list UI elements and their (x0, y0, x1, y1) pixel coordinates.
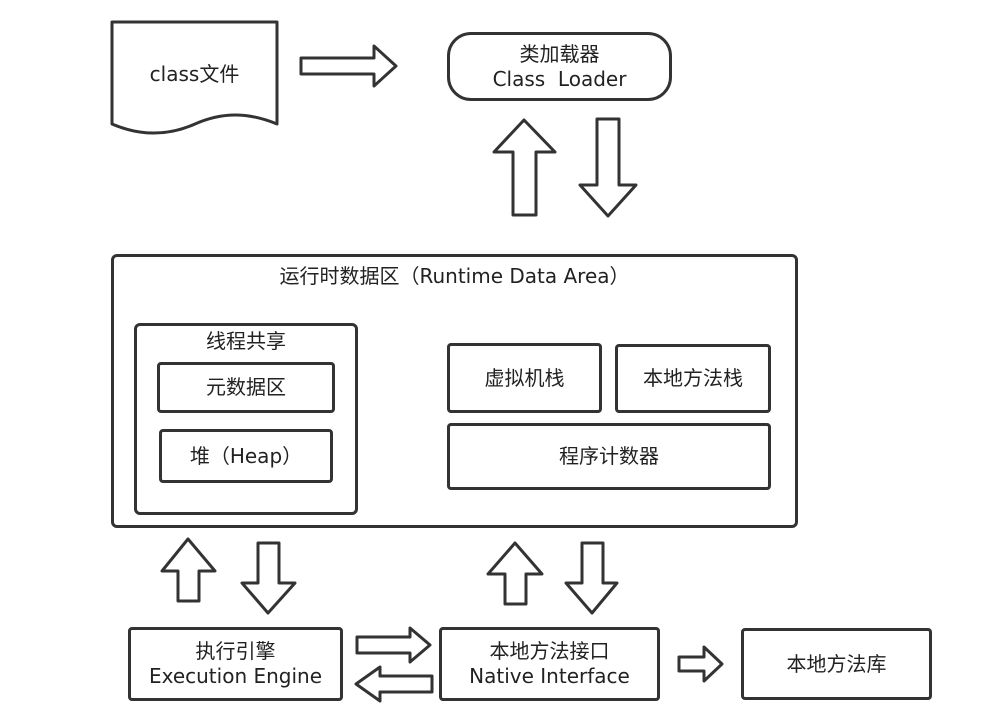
class-loader-zh-label: 类加载器 (519, 41, 600, 66)
arrow-down-from-class-loader (578, 117, 638, 218)
program-counter-label: 程序计数器 (559, 444, 659, 468)
arrow-native-interface-to-library (677, 645, 724, 683)
runtime-data-area-title: 运行时数据区（Runtime Data Area） (279, 264, 630, 288)
heap-node: 堆（Heap） (159, 429, 333, 483)
arrow-native-interface-to-engine (354, 665, 434, 703)
execution-engine-zh-label: 执行引擎 (195, 639, 276, 663)
vm-stack-node: 虚拟机栈 (447, 343, 602, 413)
native-interface-zh-label: 本地方法接口 (489, 639, 610, 663)
arrow-engine-to-native-interface (355, 626, 432, 664)
thread-shared-container (134, 323, 358, 515)
native-interface-node: 本地方法接口 Native Interface (439, 627, 660, 701)
class-loader-node: 类加载器 Class Loader (447, 32, 672, 101)
arrow-up-to-runtime-left (160, 537, 217, 603)
arrow-classfile-to-loader (299, 44, 398, 88)
native-interface-en-label: Native Interface (469, 664, 630, 688)
thread-shared-title: 线程共享 (206, 329, 286, 353)
execution-engine-node: 执行引擎 Execution Engine (128, 627, 343, 701)
native-method-stack-label: 本地方法栈 (643, 366, 743, 390)
class-file-label: class文件 (149, 62, 240, 86)
native-method-stack-node: 本地方法栈 (615, 344, 771, 413)
metadata-area-label: 元数据区 (206, 375, 286, 399)
metadata-area-node: 元数据区 (157, 362, 335, 413)
arrow-down-to-native-interface (564, 541, 619, 615)
native-library-node: 本地方法库 (741, 628, 932, 700)
native-library-label: 本地方法库 (786, 651, 887, 676)
arrow-up-to-class-loader (492, 118, 557, 217)
arrow-up-to-runtime-right (486, 541, 544, 606)
arrow-down-to-execution-engine (240, 541, 297, 615)
runtime-data-area-container (111, 254, 798, 528)
execution-engine-en-label: Execution Engine (148, 664, 323, 688)
heap-label: 堆（Heap） (189, 443, 303, 468)
vm-stack-label: 虚拟机栈 (484, 365, 565, 390)
program-counter-node: 程序计数器 (447, 423, 771, 490)
class-file-document-shape (110, 20, 279, 135)
class-loader-en-label: Class Loader (492, 66, 627, 91)
